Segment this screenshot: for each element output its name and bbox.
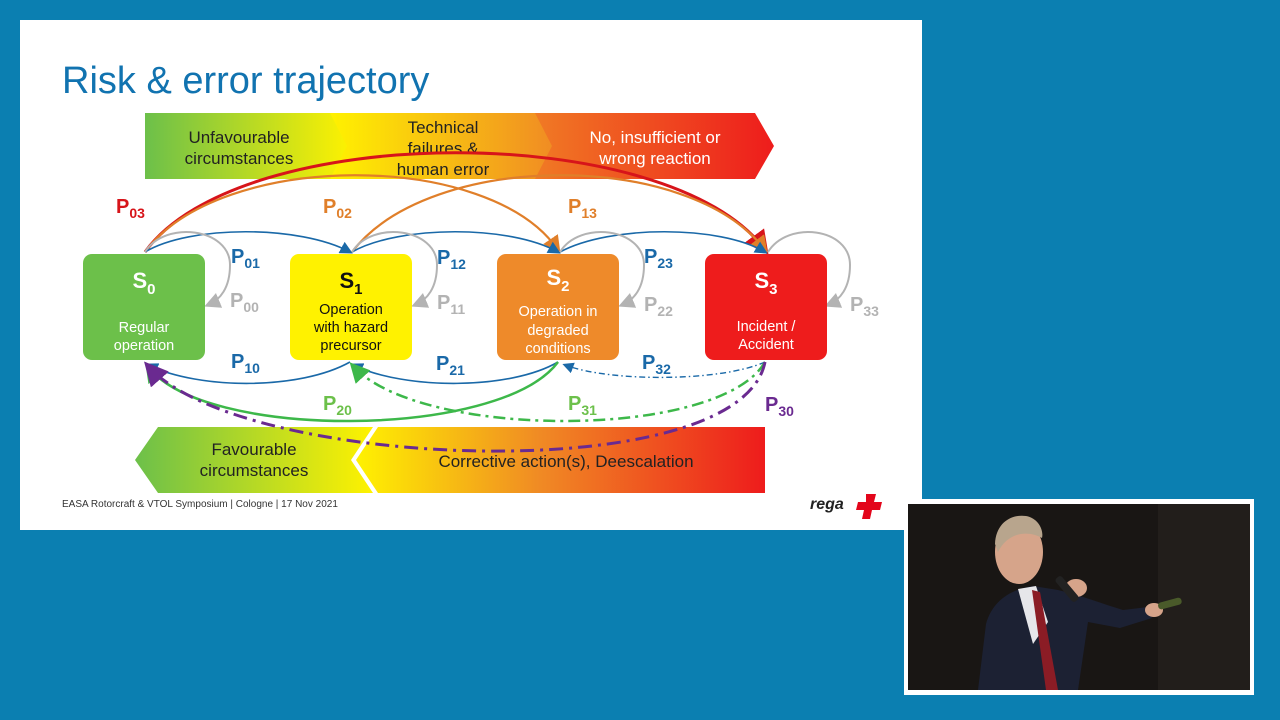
label-p31: P31 [568,393,597,418]
arrow-p01 [144,231,353,254]
label-p20: P20 [323,393,352,418]
loop-p33 [767,231,852,308]
label-p22: P22 [644,294,673,319]
state-s3-name: S [754,268,769,293]
state-s1-name: S [339,268,354,293]
label-p33: P33 [850,294,879,319]
top-arrow-unfavourable: Unfavourable circumstances [145,113,352,179]
state-s0-name: S [132,268,147,293]
top-arrow-2-line-2: failures & [408,139,480,158]
state-s3-sub: 3 [769,281,777,298]
state-s2: S2 Operation in degraded conditions [497,254,619,360]
state-s0-line-1: Regular [119,320,170,336]
slide-title: Risk & error trajectory [62,60,430,102]
arrow-p30 [144,361,767,453]
arrow-p13 [351,174,768,254]
label-p21: P21 [436,353,465,378]
state-s0: S0 Regular operation [83,254,205,360]
state-s1-line-1: Operation [319,302,383,318]
bottom-arrow-favourable: Favourable circumstances [135,427,373,493]
state-s2-line-1: Operation in [519,304,598,320]
state-s3: S3 Incident / Accident [705,254,827,360]
arrow-p20 [145,361,560,423]
state-s0-line-2: operation [114,338,174,354]
top-arrow-no-reaction: No, insufficient or wrong reaction [535,113,774,179]
arrow-p23 [559,231,768,254]
label-p02: P02 [323,196,352,221]
label-p23: P23 [644,246,673,271]
arrow-p12 [351,231,561,254]
state-s1-line-2: with hazard [313,320,388,336]
risk-trajectory-diagram: Unfavourable circumstances Technical fai… [83,113,879,493]
state-s2-sub: 2 [561,278,569,295]
arrow-p10 [145,361,351,385]
label-p32: P32 [642,352,671,377]
state-s3-line-1: Incident / [737,319,797,335]
label-p11: P11 [437,292,465,317]
arrow-p21 [350,361,559,385]
speaker-video-overlay [904,499,1254,695]
label-p12: P12 [437,247,466,272]
presentation-slide: Risk & error trajectory [20,20,922,530]
arrow-p02 [144,174,561,254]
label-p30: P30 [765,394,794,419]
arrow-p03 [143,151,769,255]
state-s3-line-2: Accident [738,337,794,353]
slide-footer: EASA Rotorcraft & VTOL Symposium | Colog… [62,499,338,510]
bottom-arrow-1-line-2: circumstances [200,461,309,480]
label-p10: P10 [231,351,260,376]
rega-cross-icon [856,494,882,519]
bottom-arrow-corrective-action: Corrective action(s), Deescalation [356,427,765,493]
loop-p00 [144,231,232,308]
top-arrow-technical-failures: Technical failures & human error [330,113,557,179]
arrow-p31 [349,361,767,423]
speaker-video-frame [908,504,1250,690]
state-s2-line-2: degraded [527,323,588,339]
label-p03: P03 [116,196,145,221]
logo-wordmark: rega [810,496,844,513]
top-arrow-1-line-2: circumstances [185,149,294,168]
state-s1-line-3: precursor [320,338,381,354]
top-arrow-1-line-1: Unfavourable [188,128,289,147]
label-p01: P01 [231,246,260,271]
top-arrow-2-line-3: human error [397,160,490,179]
label-p00: P00 [230,290,259,315]
top-arrow-3-line-1: No, insufficient or [589,128,720,147]
state-s1: S1 Operation with hazard precursor [290,254,412,360]
svg-text:S1: S1 [339,268,362,298]
bottom-arrow-2-line-1: Corrective action(s), Deescalation [438,452,693,471]
speaker-figure [908,504,1250,690]
label-p13: P13 [568,196,597,221]
rega-logo: rega [808,492,888,522]
state-s0-sub: 0 [147,281,155,298]
state-s2-name: S [546,265,561,290]
svg-text:S2: S2 [546,265,569,295]
top-arrow-2-line-1: Technical [408,118,479,137]
loop-p11 [351,231,439,308]
bottom-arrow-1-line-1: Favourable [211,440,296,459]
state-s2-line-3: conditions [525,341,590,357]
svg-text:S0: S0 [132,268,155,298]
top-arrow-3-line-2: wrong reaction [598,149,711,168]
loop-p22 [559,231,646,308]
svg-text:S3: S3 [754,268,777,298]
state-s1-sub: 1 [354,281,362,298]
